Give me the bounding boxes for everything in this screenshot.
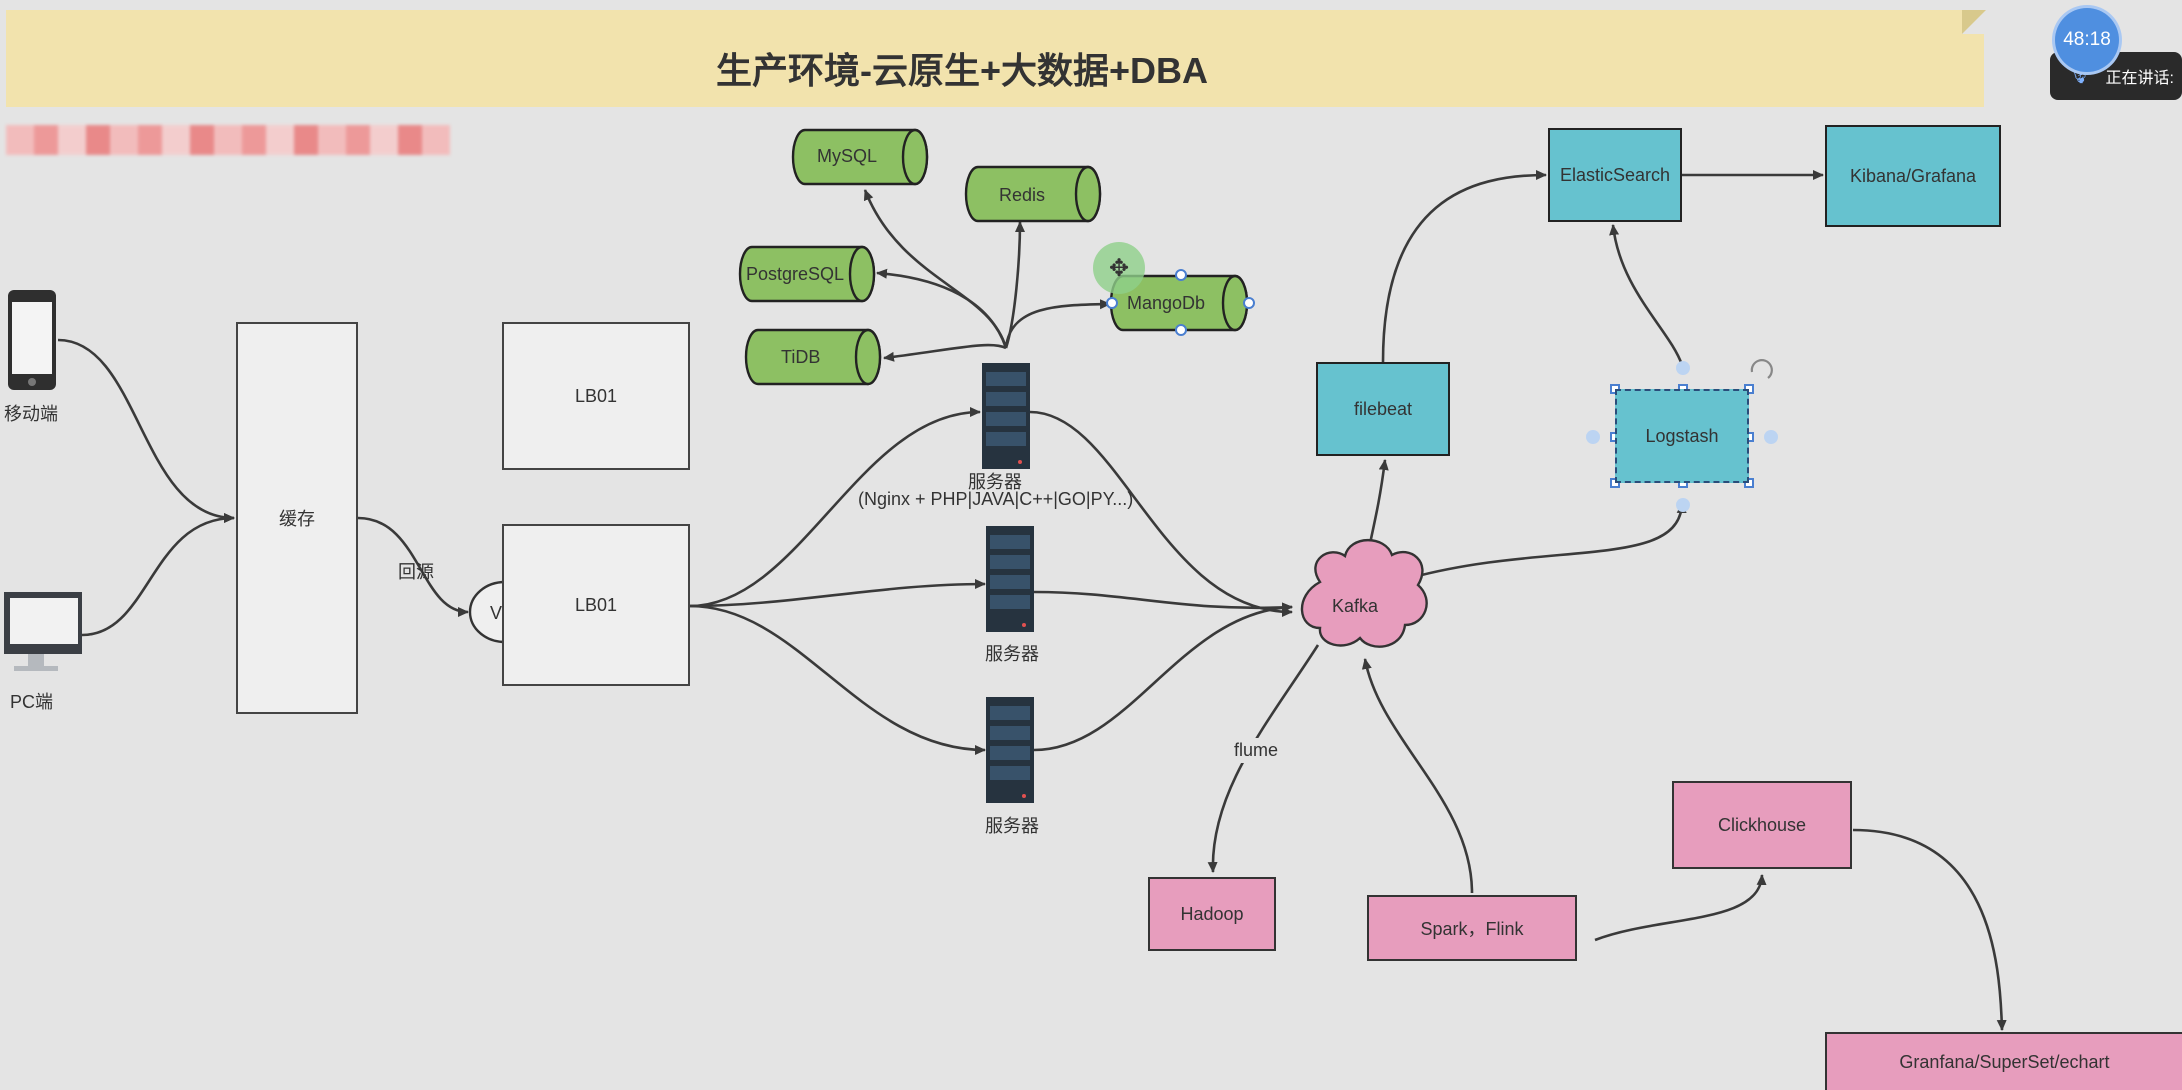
lb-top-label: LB01 [574,385,618,406]
kafka-label: Kafka [1332,596,1379,616]
move-cursor-highlight [1093,242,1145,294]
edge-cache-vip [357,516,469,617]
edge-server-mongodb [1004,299,1111,349]
edge-mobile-cache [57,338,235,523]
server-rack-icon-3 [986,697,1034,803]
granfana-label: Granfana/SuperSet/echart [1899,1051,2110,1072]
mongodb-selection-handles [1106,269,1255,336]
lb-main-label: LB01 [574,594,618,615]
server-rack-icon-1 [982,363,1030,469]
clickhouse-box[interactable]: Clickhouse [1672,781,1852,869]
edge-lb-server3 [689,604,986,755]
spark-flink-box[interactable]: Spark，Flink [1367,895,1577,961]
edge-server-postgresql [876,268,1008,349]
tidb-label: TiDB [781,347,821,367]
mysql-label: MySQL [817,146,878,166]
page-title: 生产环境-云原生+大数据+DBA [715,50,1209,91]
server-rack-icon-2 [986,526,1034,632]
edge-server2-kafka [1033,590,1293,613]
kibana-grafana-label: Kibana/Grafana [1849,165,1977,186]
edge-spark-kafka [1361,658,1474,894]
postgresql-label: PostgreSQL [746,264,845,284]
edge-lb-server1 [689,407,981,608]
rotate-icon [1750,359,1773,379]
pc-label: PC端 [10,692,54,712]
mongodb-cylinder [1109,274,1249,332]
spark-flink-label: Spark，Flink [1420,919,1524,939]
elasticsearch-box[interactable]: ElasticSearch [1548,128,1682,222]
cache-label: 缓存 [279,509,315,529]
mobile-phone-icon [8,290,56,390]
hadoop-label: Hadoop [1180,903,1244,924]
filebeat-label: filebeat [1353,398,1413,419]
kafka-cloud [1300,539,1428,648]
edge-server1-kafka [1029,410,1293,617]
redacted-text [6,125,450,155]
redis-cylinder [964,165,1102,223]
mongodb-label: MangoDb [1127,293,1206,313]
server3-label: 服务器 [985,816,1039,836]
edge-spark-clickhouse [1594,874,1767,942]
edge-clickhouse-granfana [1852,828,2007,1031]
mobile-label: 移动端 [4,404,58,424]
edge-filebeat-es [1381,170,1547,363]
clickhouse-label: Clickhouse [1717,814,1807,835]
postgresql-cylinder [738,245,876,303]
flume-label: flume [1230,738,1283,763]
redis-label: Redis [999,185,1046,205]
logstash-label: Logstash [1645,425,1719,446]
elasticsearch-label: ElasticSearch [1559,164,1671,185]
edge-lb-server2 [689,579,986,608]
edge-server-tidb [883,343,1007,362]
pc-monitor-icon [4,592,82,671]
mysql-cylinder [791,128,929,186]
kibana-grafana-box[interactable]: Kibana/Grafana [1825,125,2001,227]
server1-label: 服务器 [968,472,1022,492]
tidb-cylinder [744,328,882,386]
filebeat-box[interactable]: filebeat [1316,362,1450,456]
cache-box[interactable]: 缓存 [236,322,358,714]
server2-label: 服务器 [985,644,1039,664]
edge-pc-cache [81,513,235,637]
edge-kafka-logstash [1409,502,1687,580]
logstash-connect-points [1586,361,1778,512]
logstash-box[interactable]: Logstash [1615,389,1749,483]
server1-stack-label: (Nginx + PHP|JAVA|C++|GO|PY...) [858,489,1134,509]
banner-fold [1962,10,1986,34]
origin-label: 回源 [398,562,434,582]
title-banner: 生产环境-云原生+大数据+DBA [6,10,1986,107]
speaking-text: 正在讲话: [2105,70,2174,87]
edge-server3-kafka [1033,602,1293,752]
granfana-box[interactable]: Granfana/SuperSet/echart [1825,1032,2182,1090]
edge-logstash-es [1609,224,1684,366]
lb-top-box[interactable]: LB01 [502,322,690,470]
meeting-timer[interactable]: 48:18 [2055,8,2119,72]
hadoop-box[interactable]: Hadoop [1148,877,1276,951]
move-cursor-icon: ✥ [1109,254,1129,282]
lb-main-box[interactable]: LB01 [502,524,690,686]
